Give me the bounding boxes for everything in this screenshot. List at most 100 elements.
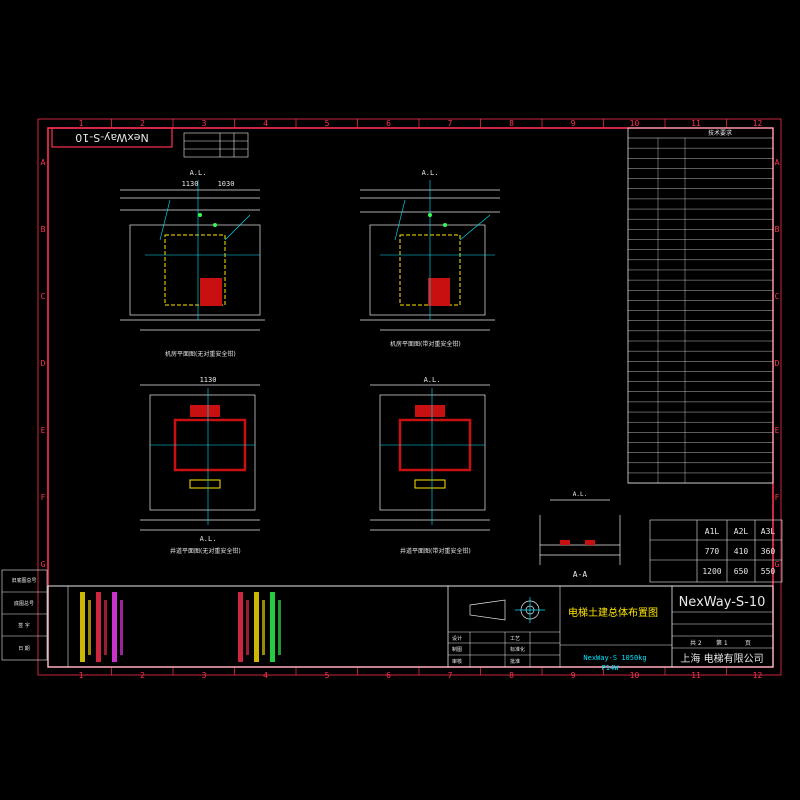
stamp-old-base: 旧底图总号 — [11, 577, 36, 584]
drawing-number-text: NexWay-S-10 — [75, 131, 148, 144]
grid-row-label-left: B — [41, 225, 46, 234]
grid-row-label-left: A — [41, 158, 46, 167]
section-label: A-A — [573, 570, 588, 579]
grid-row-labels-left: A B C D E F G — [41, 158, 46, 569]
revision-strip — [262, 600, 265, 655]
grid-col-label-bottom: 7 — [448, 671, 453, 680]
grid-row-label-left: C — [41, 292, 46, 301]
grid-row-label-left: D — [41, 359, 46, 368]
revision-strip — [112, 592, 117, 662]
grid-col-label-top: 9 — [571, 119, 576, 128]
grid-col-label-top: 8 — [509, 119, 514, 128]
grid-col-label-top: 10 — [630, 119, 640, 128]
grid-col-label-top: 3 — [202, 119, 207, 128]
revision-strip — [120, 600, 123, 655]
stamp-date: 日 期 — [18, 646, 30, 652]
grid-row-label-right: E — [775, 426, 780, 435]
view4-dim-al: A.L. — [424, 376, 441, 384]
sign-design: 设计 — [452, 635, 462, 642]
view1-dim-1030: 1030 — [218, 180, 235, 188]
left-stamp-column — [1, 569, 48, 661]
grid-col-label-top: 5 — [325, 119, 330, 128]
grid-col-label-top: 2 — [140, 119, 145, 128]
drawing-title-cjk: 电梯土建总体布置图 — [568, 606, 658, 619]
al-row2-a2l: 650 — [734, 567, 749, 576]
section-dim-al: A.L. — [573, 491, 587, 498]
hoistway-plan-left: 1130 A.L. 井道平面图(无对重安全钳) — [140, 376, 260, 555]
al-row2-a1l: 1200 — [702, 567, 721, 576]
revision-strip — [254, 592, 259, 662]
spec-line-1: NexWay-S 1050kg — [583, 654, 646, 662]
sheet-unit: 页 — [745, 640, 751, 647]
grid-col-label-bottom: 4 — [263, 671, 268, 680]
grid-row-label-right: A — [775, 158, 780, 167]
grid-row-label-left: E — [41, 426, 46, 435]
sign-standard: 标准化 — [510, 646, 525, 653]
al-header-a3l: A3L — [761, 527, 776, 536]
technical-requirements-table: 技术要求 — [627, 127, 774, 484]
small-header-table — [183, 132, 249, 158]
machine-room-plan-left: 1130 1030 A.L. 机房平面图(无对重安全钳) — [120, 169, 265, 358]
sign-process: 工艺 — [510, 636, 520, 642]
grid-col-label-bottom: 3 — [202, 671, 207, 680]
drawing-number-stamp: NexWay-S-10 — [51, 127, 173, 148]
grid-row-label-right: D — [775, 359, 780, 368]
sign-draw: 制图 — [452, 646, 462, 653]
al-row1-a3l: 360 — [761, 547, 776, 556]
revision-strip — [80, 592, 85, 662]
grid-row-label-right: F — [775, 493, 780, 502]
tech-table-title: 技术要求 — [708, 129, 732, 137]
revision-strip — [278, 600, 281, 655]
title-block: 电梯土建总体布置图 NexWay-S 1050kg P14W NexWay-S-… — [47, 585, 774, 672]
projection-symbol — [469, 597, 545, 623]
sign-check: 审核 — [452, 658, 462, 665]
machine-room-plan-right: A.L. 机房平面图(带对重安全钳) — [360, 169, 500, 348]
grid-col-label-bottom: 8 — [509, 671, 514, 680]
grid-col-label-bottom: 1 — [79, 671, 84, 680]
grid-col-label-top: 12 — [753, 119, 763, 128]
al-row1-a2l: 410 — [734, 547, 749, 556]
view1-dim-1130: 1130 — [182, 180, 199, 188]
grid-row-label-left: G — [41, 560, 46, 569]
al-dimension-table: A1L A2L A3L 770 410 360 1200 650 550 — [649, 519, 783, 583]
grid-col-label-bottom: 5 — [325, 671, 330, 680]
al-header-a2l: A2L — [734, 527, 749, 536]
grid-col-label-bottom: 12 — [753, 671, 763, 680]
view2-label: 机房平面图(带对重安全钳) — [390, 340, 461, 348]
section-a-a: A.L. A-A — [539, 491, 621, 579]
view4-label: 井道平面图(带对重安全钳) — [400, 547, 471, 555]
spec-line-2: P14W — [602, 664, 620, 672]
revision-strip — [238, 592, 243, 662]
grid-row-label-right: B — [775, 225, 780, 234]
grid-row-label-right: G — [775, 560, 780, 569]
al-row2-a3l: 550 — [761, 567, 776, 576]
grid-col-label-top: 4 — [263, 119, 268, 128]
model-title: NexWay-S-10 — [679, 595, 766, 610]
revision-strip — [270, 592, 275, 662]
grid-col-label-top: 11 — [691, 119, 701, 128]
view1-label: 机房平面图(无对重安全钳) — [165, 350, 236, 358]
al-row1-a1l: 770 — [705, 547, 720, 556]
grid-col-label-bottom: 2 — [140, 671, 145, 680]
view3-label: 井道平面图(无对重安全钳) — [170, 547, 241, 555]
hoistway-plan-right: A.L. 井道平面图(带对重安全钳) — [370, 376, 490, 555]
revision-strip — [96, 592, 101, 662]
grid-col-label-top: 6 — [386, 119, 391, 128]
grid-row-label-left: F — [41, 493, 46, 502]
view3-dim-al: A.L. — [200, 535, 217, 543]
grid-col-label-bottom: 9 — [571, 671, 576, 680]
revision-notes — [80, 592, 281, 662]
sheet-current: 第 1 — [716, 639, 728, 647]
revision-strip — [246, 600, 249, 655]
grid-col-label-bottom: 10 — [630, 671, 640, 680]
stamp-base: 底图总号 — [14, 600, 34, 607]
view3-dim-1130: 1130 — [200, 376, 217, 384]
sign-approve: 批准 — [510, 658, 520, 665]
revision-strip — [104, 600, 107, 655]
revision-strip — [88, 600, 91, 655]
grid-col-label-top: 1 — [79, 119, 84, 128]
al-header-a1l: A1L — [705, 527, 720, 536]
grid-col-label-bottom: 6 — [386, 671, 391, 680]
